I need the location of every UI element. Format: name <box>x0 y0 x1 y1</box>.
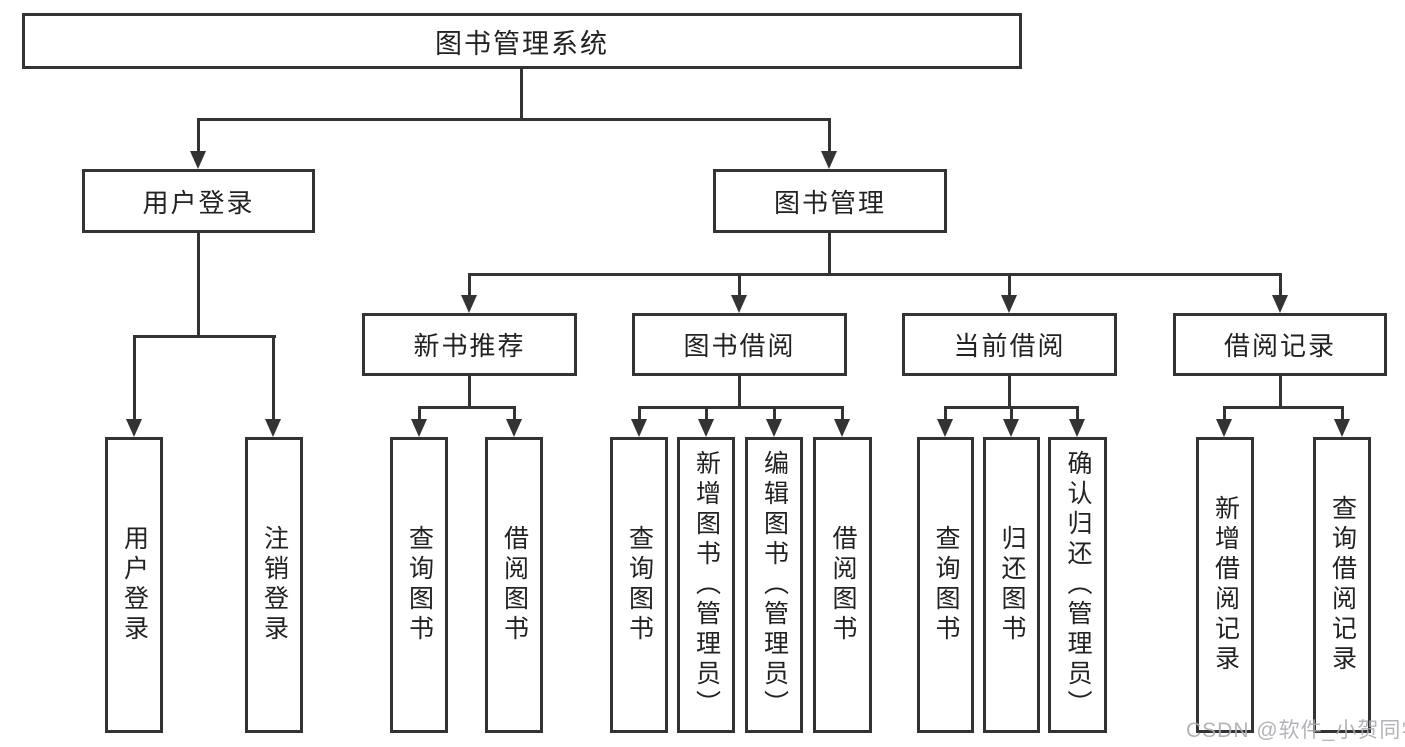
leaf-query-books-borrowing: 查询图书 <box>610 437 668 733</box>
connector-drop <box>638 406 641 420</box>
watermark: CSDN @软件_小贺同学 <box>1186 719 1405 742</box>
node-label: 当前借阅 <box>953 331 1066 361</box>
leaf-user-login: 用户登录 <box>105 437 163 733</box>
leaf-add-books-admin: 新增图书（管理员） <box>677 437 735 733</box>
connector-book-borrowing-split <box>638 406 844 409</box>
node-book-management: 图书管理 <box>713 169 947 233</box>
arrowhead <box>1334 419 1350 437</box>
connector-drop-new-book <box>468 273 471 296</box>
leaf-label: 查询图书 <box>405 525 434 645</box>
connector-drop <box>773 406 776 420</box>
connector-book-management-split <box>468 273 1282 276</box>
node-label: 借阅记录 <box>1223 331 1336 361</box>
connector-drop-user-login <box>197 118 200 152</box>
leaf-label: 新增图书（管理员） <box>692 450 721 720</box>
connector-book-borrowing-stem <box>738 376 741 409</box>
leaf-label: 注销登录 <box>260 525 289 645</box>
node-book-borrowing: 图书借阅 <box>632 313 847 376</box>
arrowhead-user-login <box>190 151 206 169</box>
connector-drop <box>1223 406 1226 420</box>
node-label: 图书管理系统 <box>435 28 609 59</box>
arrowhead-new-book <box>461 295 477 313</box>
arrowhead <box>1216 419 1232 437</box>
arrowhead <box>506 419 522 437</box>
arrowhead <box>937 419 953 437</box>
leaf-label: 查询借阅记录 <box>1328 495 1357 675</box>
connector-drop-borrowing-records <box>1279 273 1282 296</box>
leaf-logout-login: 注销登录 <box>245 437 303 733</box>
arrowhead <box>834 419 850 437</box>
node-label: 图书管理 <box>773 187 886 218</box>
connector-drop <box>705 406 708 420</box>
arrowhead <box>698 419 714 437</box>
leaf-label: 查询图书 <box>625 525 654 645</box>
leaf-label: 归还图书 <box>998 525 1026 645</box>
node-root: 图书管理系统 <box>22 13 1022 69</box>
arrowhead <box>411 419 427 437</box>
leaf-label: 借阅图书 <box>829 525 857 645</box>
leaf-label: 借阅图书 <box>500 525 529 645</box>
node-new-book-recommendation: 新书推荐 <box>362 313 577 376</box>
leaf-borrow-books-recommend: 借阅图书 <box>485 437 543 733</box>
connector-root-stem <box>520 69 523 121</box>
connector-borrowing-records-stem <box>1279 376 1282 409</box>
connector-drop <box>1341 406 1344 420</box>
connector-user-login-split <box>133 335 276 338</box>
connector-drop <box>841 406 844 420</box>
leaf-label: 用户登录 <box>120 525 149 645</box>
connector-current-borrowing-stem <box>1008 376 1011 409</box>
leaf-add-borrow-record: 新增借阅记录 <box>1196 437 1254 733</box>
connector-new-book-split <box>418 406 516 409</box>
connector-drop-current-borrowing <box>1008 273 1011 296</box>
connector-drop <box>513 406 516 420</box>
arrowhead <box>766 419 782 437</box>
connector-borrowing-records-split <box>1223 406 1344 409</box>
arrowhead <box>1069 419 1085 437</box>
node-label: 图书借阅 <box>683 331 796 361</box>
leaf-borrow-books-borrowing: 借阅图书 <box>813 437 872 733</box>
node-label: 用户登录 <box>142 187 255 218</box>
connector-drop-leaf-logout <box>272 335 275 419</box>
arrowhead-book-borrowing <box>731 295 747 313</box>
connector-new-book-stem <box>468 376 471 409</box>
connector-drop <box>1010 406 1013 420</box>
arrowhead-borrowing-records <box>1272 295 1288 313</box>
leaf-label: 新增借阅记录 <box>1211 495 1240 675</box>
leaf-label: 编辑图书（管理员） <box>760 450 789 720</box>
leaf-query-books-current: 查询图书 <box>917 437 974 733</box>
leaf-label: 查询图书 <box>932 525 960 645</box>
node-label: 新书推荐 <box>413 331 526 361</box>
leaf-label: 确认归还（管理员） <box>1064 450 1092 720</box>
arrowhead-book-management <box>821 151 837 169</box>
arrowhead-leaf-logout <box>265 419 281 437</box>
connector-drop-book-borrowing <box>738 273 741 296</box>
node-borrowing-records: 借阅记录 <box>1173 313 1387 376</box>
arrowhead <box>1003 419 1019 437</box>
connector-drop <box>944 406 947 420</box>
leaf-confirm-return-admin: 确认归还（管理员） <box>1048 437 1107 733</box>
connector-drop-leaf-login <box>133 335 136 419</box>
connector-drop <box>1076 406 1079 420</box>
node-user-login: 用户登录 <box>82 169 315 233</box>
arrowhead-leaf-login <box>126 419 142 437</box>
arrowhead <box>631 419 647 437</box>
leaf-return-books: 归还图书 <box>983 437 1040 733</box>
arrowhead-current-borrowing <box>1001 295 1017 313</box>
connector-drop <box>418 406 421 420</box>
leaf-edit-books-admin: 编辑图书（管理员） <box>745 437 803 733</box>
connector-root-split <box>197 118 831 121</box>
leaf-query-borrow-record: 查询借阅记录 <box>1313 437 1371 733</box>
node-current-borrowing: 当前借阅 <box>902 313 1117 376</box>
connector-drop-book-management <box>828 118 831 152</box>
connector-book-management-stem <box>828 233 831 276</box>
connector-user-login-stem <box>197 233 200 338</box>
leaf-query-books-recommend: 查询图书 <box>390 437 448 733</box>
